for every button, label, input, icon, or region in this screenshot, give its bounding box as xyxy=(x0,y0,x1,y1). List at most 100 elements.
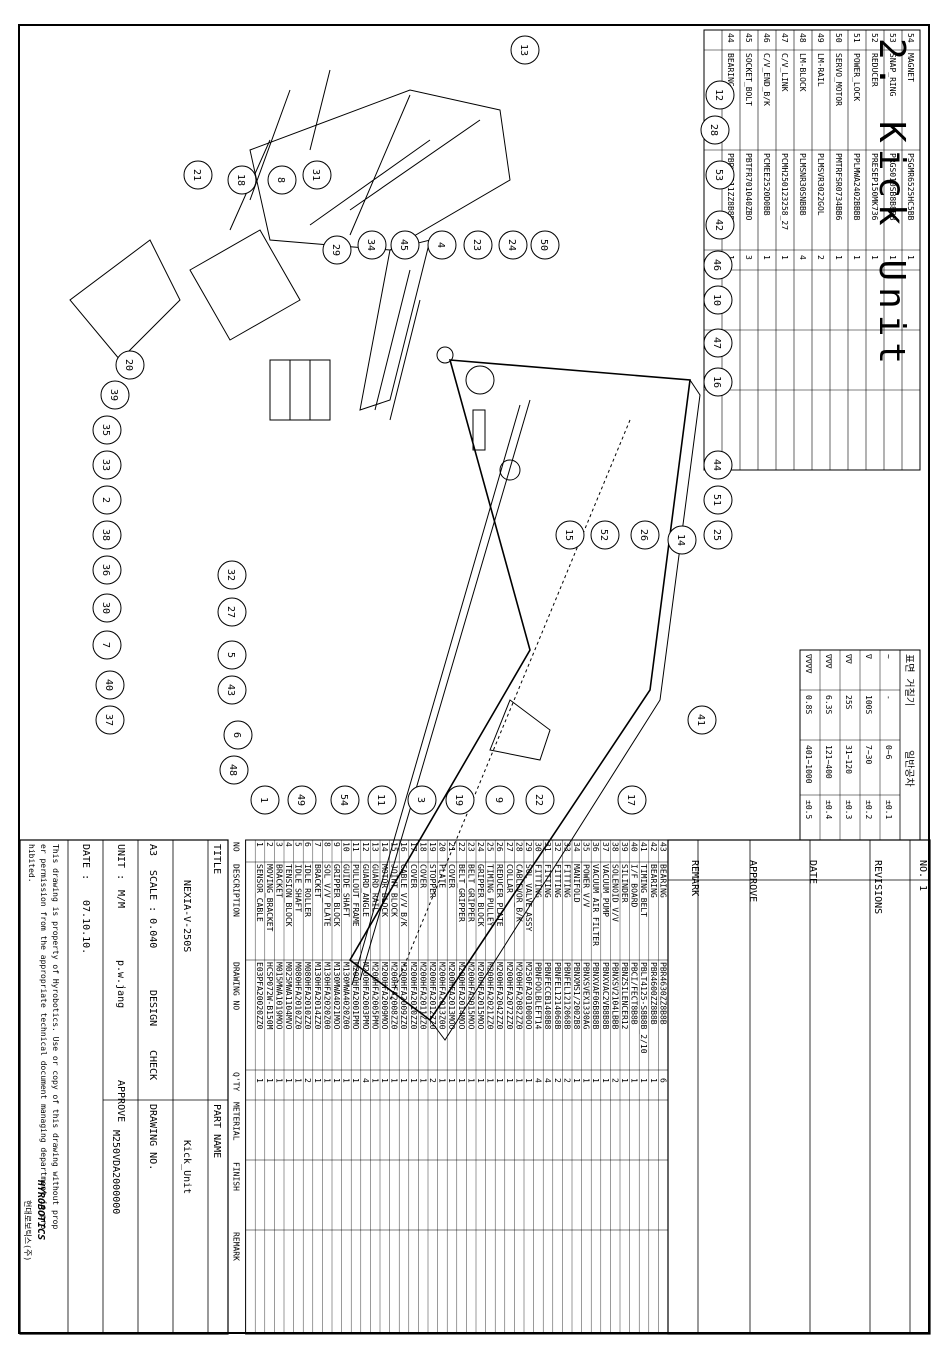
bom-right-drawing: PBNFEL1214068B xyxy=(553,962,562,1030)
balloon-label-54: 54 xyxy=(338,794,349,806)
bom-left-drawing: PCMEE2520D0BB xyxy=(762,153,771,216)
bom-right-no: 12 xyxy=(361,842,370,852)
surface-value: 25S xyxy=(844,695,853,710)
unit-label: UNIT : xyxy=(115,844,126,880)
bom-right-header: NO xyxy=(232,842,241,852)
balloon-label-44: 44 xyxy=(711,459,722,471)
balloon-label-28: 28 xyxy=(708,124,719,136)
bom-right-desc: FITTING xyxy=(553,864,562,898)
bom-right-no: 17 xyxy=(409,842,418,852)
balloon-2 xyxy=(92,485,122,515)
bom-left-desc: POWER_LOCK xyxy=(852,53,861,101)
bom-right-header: DRAWING NO xyxy=(232,962,241,1010)
bom-right-no: 20 xyxy=(438,842,447,852)
bom-left-no: 46 xyxy=(762,33,771,43)
bom-right-qty: 1 xyxy=(495,1078,504,1083)
balloon-24 xyxy=(498,230,528,260)
bom-right-drawing: M200HFA2021ZZ0 xyxy=(486,962,495,1030)
surface-range: 0~6 xyxy=(884,745,893,760)
bom-right-qty: 4 xyxy=(534,1078,543,1083)
bom-right-drawing: PBNXMS1/2002B8 xyxy=(572,962,581,1030)
surface-tolerance: ±0.5 xyxy=(804,800,813,819)
bom-right-drawing: M200HFA2003PMO xyxy=(361,962,370,1030)
balloon-label-49: 49 xyxy=(295,794,306,806)
balloon-label-30: 30 xyxy=(100,602,111,614)
bom-right-header: Q'TY xyxy=(232,1072,241,1091)
bom-right-no: 15 xyxy=(390,842,399,852)
bom-right-qty: 1 xyxy=(601,1078,610,1083)
bom-right-qty: 1 xyxy=(457,1078,466,1083)
balloon-23 xyxy=(463,230,493,260)
balloon-label-27: 27 xyxy=(225,606,236,618)
bom-left-no: 53 xyxy=(888,33,897,43)
balloon-label-38: 38 xyxy=(100,529,111,541)
bom-right-desc: TIMING_PULLEY xyxy=(486,864,495,927)
guard-rail xyxy=(249,89,511,251)
balloon-17 xyxy=(617,785,647,815)
bom-left-no: 54 xyxy=(906,33,915,43)
timing-pulley xyxy=(499,459,521,481)
surface-roughness-table: 표면 거칠기일반공차~-0~6±0.1∇100S7~30±0.2∇∇25S31~… xyxy=(799,649,921,841)
bom-right-drawing: PBNFECCB1408B8 xyxy=(543,962,552,1030)
bom-right-qty: 4 xyxy=(361,1078,370,1083)
bom-right-desc: BELT_GRIPPER xyxy=(457,864,466,922)
bom-right-header: FINISH xyxy=(232,1162,241,1191)
bom-right-drawing: PBNFOOLBLEFT14 xyxy=(534,962,543,1030)
balloon-label-4: 4 xyxy=(435,242,446,248)
balloon-label-18: 18 xyxy=(235,174,246,186)
surface-value: 0.8S xyxy=(804,695,813,714)
title-value: NEXIA-V-250S xyxy=(181,880,192,952)
bom-right-no: 42 xyxy=(649,842,658,852)
bom-right-qty: 1 xyxy=(582,1078,591,1083)
bom-right-qty: 2 xyxy=(428,1078,437,1083)
bom-left-qty: 1 xyxy=(726,255,735,260)
balloon-3 xyxy=(407,785,437,815)
bom-right-no: 41 xyxy=(639,842,648,852)
bom-right-qty: 1 xyxy=(380,1078,389,1083)
bom-right-drawing: M200HFA2005PMO xyxy=(370,962,379,1030)
bom-right-qty: 1 xyxy=(294,1078,303,1083)
bom-left-qty: 1 xyxy=(834,255,843,260)
bom-right-no: 6 xyxy=(303,842,312,847)
surface-tolerance: ±0.2 xyxy=(864,800,873,819)
power-lock xyxy=(436,346,454,364)
frame-centerline xyxy=(389,419,631,1001)
bom-left-table: 54MAGNETPSGMR6525HC5BB153SNAP_RINGPRGS01… xyxy=(703,29,921,471)
bom-right-drawing: M200HFA2001PMO xyxy=(351,962,360,1030)
bom-right-no: 16 xyxy=(399,842,408,852)
bom-left-drawing: PPLMWA2402BBBB xyxy=(852,153,861,221)
surface-tolerance: ±0.1 xyxy=(884,800,893,819)
bom-right-drawing: PBR4600ZZ8B8B xyxy=(649,962,658,1025)
lm-rail-edge xyxy=(351,404,521,986)
notice-line3: hibited. xyxy=(27,844,36,883)
bom-left-drawing: PCMH250123258_27 xyxy=(780,153,789,230)
bom-right-desc: VACUUM_PUMP xyxy=(601,864,610,917)
balloon-30 xyxy=(92,593,122,623)
surface-range: 121~400 xyxy=(824,745,833,779)
bom-right-qty: 1 xyxy=(476,1078,485,1083)
bom-right-no: 29 xyxy=(524,842,533,852)
bom-right-drawing: M130MWA4021MOO xyxy=(332,962,341,1030)
bom-right-drawing: M200HFA2013MOO xyxy=(447,962,456,1030)
bom-right-drawing: M200HFA2042ZZ0 xyxy=(495,962,504,1030)
bom-left-no: 50 xyxy=(834,33,843,43)
surface-range: 7~30 xyxy=(864,745,873,764)
balloon-label-22: 22 xyxy=(533,794,544,806)
surface-range: 401~1000 xyxy=(804,745,813,784)
bom-left-desc: LM-RAIL xyxy=(816,53,825,87)
balloon-label-1: 1 xyxy=(258,797,269,803)
bom-left-drawing: PSGMR6525HC5BB xyxy=(906,153,915,221)
bom-right-qty: 1 xyxy=(630,1078,639,1083)
bom-right-drawing: M080HFA2010ZZ0 xyxy=(294,962,303,1030)
bom-right-desc: BRACKET xyxy=(313,864,322,898)
bom-right-desc: SOL_VALVE_ASSY xyxy=(524,864,533,932)
balloon-label-5: 5 xyxy=(225,652,236,658)
balloon-50 xyxy=(530,230,560,260)
balloon-label-7: 7 xyxy=(100,642,111,648)
approve-label: APPROVE xyxy=(115,1080,126,1122)
balloon-18 xyxy=(227,165,257,195)
